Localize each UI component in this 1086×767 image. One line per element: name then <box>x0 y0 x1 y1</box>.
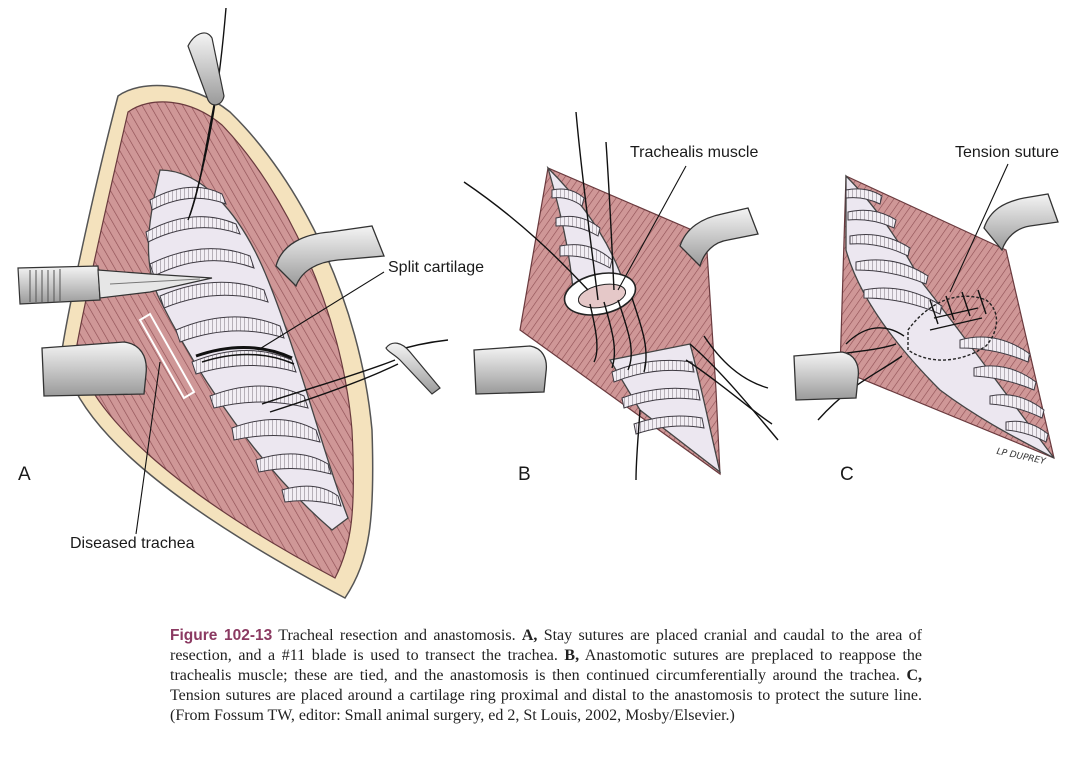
panel-letter-b: B <box>518 464 531 485</box>
needle-holder-top <box>187 32 225 106</box>
trachea-b-lower <box>608 343 722 474</box>
forceps-tip <box>385 342 441 395</box>
diseased-segment-bracket <box>138 312 196 400</box>
panel-letter-a: A <box>18 464 31 485</box>
label-split-cartilage: Split cartilage <box>388 259 485 276</box>
caption-title: Tracheal resection and anastomosis. <box>272 627 522 644</box>
surgical-illustration <box>17 7 1059 599</box>
retractor-b-upper <box>679 207 759 268</box>
trachea-a <box>145 169 349 531</box>
label-trachealis-muscle: Trachealis muscle <box>630 144 759 161</box>
retractor-c-left <box>793 351 860 401</box>
panel-a-illustration <box>17 7 449 599</box>
anastomosis-line-c <box>907 295 998 361</box>
leader-tension-suture <box>949 163 1009 293</box>
retractor-a-left <box>41 341 147 397</box>
caption-text-a: Stay sutures are placed cranial and caud… <box>170 627 922 664</box>
caption-key-a: A, <box>521 627 538 644</box>
caption-key-b: B, <box>564 647 580 664</box>
figure-number: Figure 102-13 <box>170 627 273 644</box>
retractor-b-left <box>473 345 548 395</box>
panel-c-illustration <box>793 163 1059 459</box>
panel-letter-c: C <box>840 464 854 485</box>
panel-b-illustration <box>463 111 779 481</box>
label-diseased-trachea: Diseased trachea <box>70 535 195 552</box>
caption-text-b: Anastomotic sutures are preplaced to rea… <box>170 647 922 684</box>
leader-trachealis-muscle <box>617 165 687 291</box>
label-tension-suture: Tension suture <box>955 144 1060 161</box>
stay-sutures-a <box>187 7 449 413</box>
figure-caption: Figure 102-13 Tracheal resection and ana… <box>170 626 922 726</box>
leader-split-cartilage <box>257 271 385 351</box>
anastomotic-sutures-b <box>463 111 779 481</box>
leader-diseased-trachea <box>135 361 161 535</box>
caption-text-c: Tension sutures are placed around a cart… <box>170 687 922 724</box>
caption-key-c: C, <box>906 667 922 684</box>
scalpel <box>17 265 213 305</box>
retractor-a-upper <box>275 225 385 288</box>
retractor-c-upper <box>983 193 1059 252</box>
